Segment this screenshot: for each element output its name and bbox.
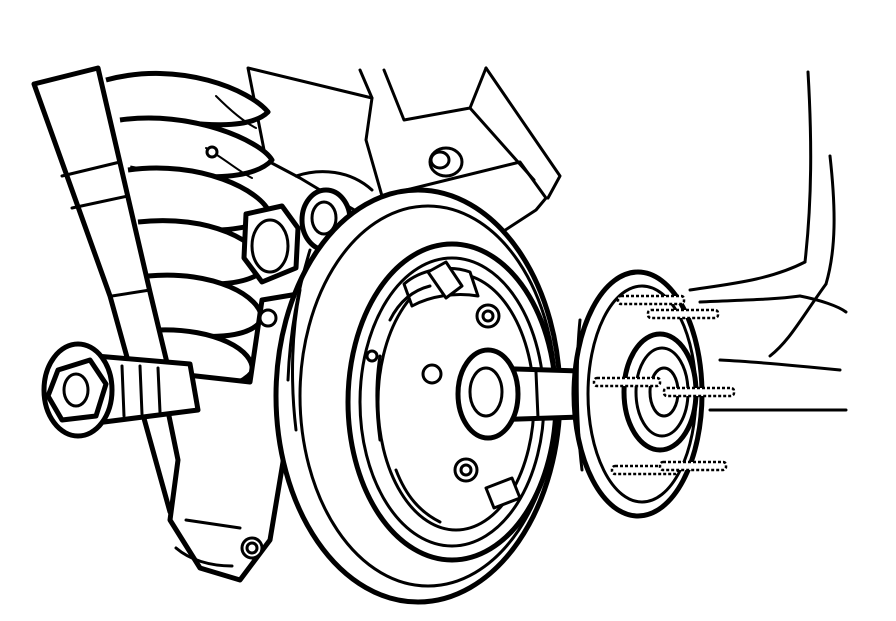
wheel-studs — [592, 294, 736, 476]
wheel-stud — [616, 294, 686, 306]
lower-control-arm — [157, 289, 313, 583]
body-panel — [688, 70, 848, 412]
axle-pivot-bolt — [41, 341, 201, 439]
wheel-stud — [658, 460, 728, 472]
wheel-stud — [662, 386, 736, 398]
drum-in-hat-parking-brake — [345, 241, 559, 563]
wheel-stud — [592, 376, 662, 388]
wheel-stud — [646, 308, 720, 320]
